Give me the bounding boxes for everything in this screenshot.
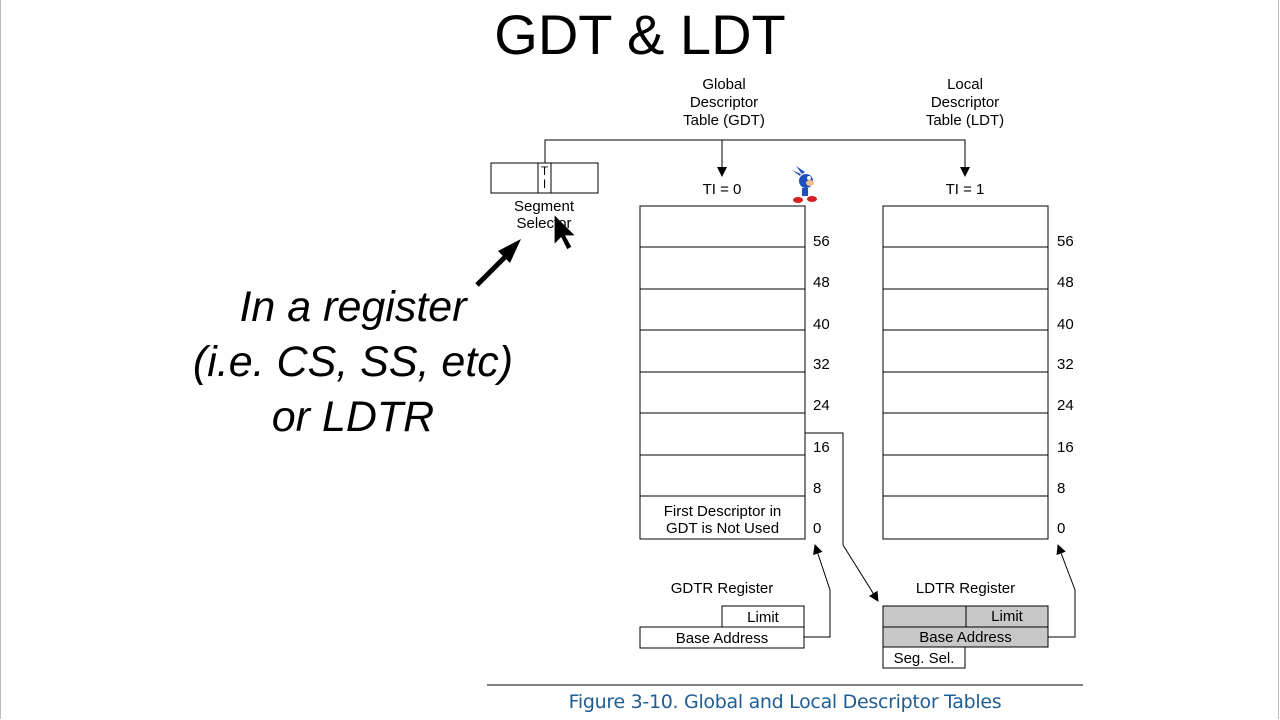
gdt-table (639, 205, 806, 540)
mouse-cursor-icon (553, 212, 578, 251)
ldt-table (882, 205, 1049, 540)
register-annotation: In a register (i.e. CS, SS, etc) or LDTR (192, 283, 514, 441)
gdt-first-entry-text: First Descriptor in GDT is Not Used (663, 503, 782, 537)
segment-selector-label: Segment Selector (513, 198, 575, 232)
ldtr-seg-sel-label: Seg. Sel. (893, 650, 955, 667)
slide-title: GDT & LDT (494, 3, 786, 66)
ldt-header: Local Descriptor Table (LDT) (925, 76, 1005, 129)
ldtr-limit-label: Limit (991, 608, 1023, 625)
ldtr-to-ldt-arrow (1048, 544, 1076, 638)
sprite-character-icon (792, 166, 817, 203)
ldt-offset: 24 (1057, 397, 1074, 414)
gdt-offset: 8 (813, 480, 822, 497)
ldtr-title: LDTR Register (915, 580, 1016, 597)
ldt-offset: 0 (1057, 520, 1066, 537)
gdt-offset: 16 (813, 439, 830, 456)
gdtr-limit-label: Limit (747, 609, 779, 626)
gdt-offset: 40 (813, 316, 830, 333)
gdtr-to-gdt-arrow (804, 544, 831, 638)
gdt-ti-label: TI = 0 (702, 181, 742, 198)
gdt-offset: 32 (813, 356, 830, 373)
ldt-offset: 32 (1057, 356, 1074, 373)
ldt-ti-label: TI = 1 (945, 181, 985, 198)
selector-connector (544, 139, 970, 177)
gdt-offset: 24 (813, 397, 830, 414)
selector-ti-label: T I (540, 164, 549, 191)
ldt-offset: 40 (1057, 316, 1074, 333)
ldtr-base-label: Base Address (919, 629, 1012, 646)
ldt-offset: 48 (1057, 274, 1074, 291)
gdtr-title: GDTR Register (670, 580, 774, 597)
gdt-offset: 56 (813, 233, 830, 250)
note-pointer-arrow (475, 239, 521, 287)
gdt-to-ldtr-arrow (805, 432, 879, 602)
gdt-offset: 0 (813, 520, 822, 537)
figure-caption: Figure 3-10. Global and Local Descriptor… (568, 691, 1002, 713)
ldt-offset: 16 (1057, 439, 1074, 456)
gdt-header: Global Descriptor Table (GDT) (683, 76, 765, 129)
gdtr-register-box (639, 605, 805, 649)
gdt-offset: 48 (813, 274, 830, 291)
ldt-offset: 56 (1057, 233, 1074, 250)
gdtr-base-label: Base Address (675, 630, 769, 647)
segment-selector-box (490, 162, 599, 194)
ldt-offset: 8 (1057, 480, 1066, 497)
